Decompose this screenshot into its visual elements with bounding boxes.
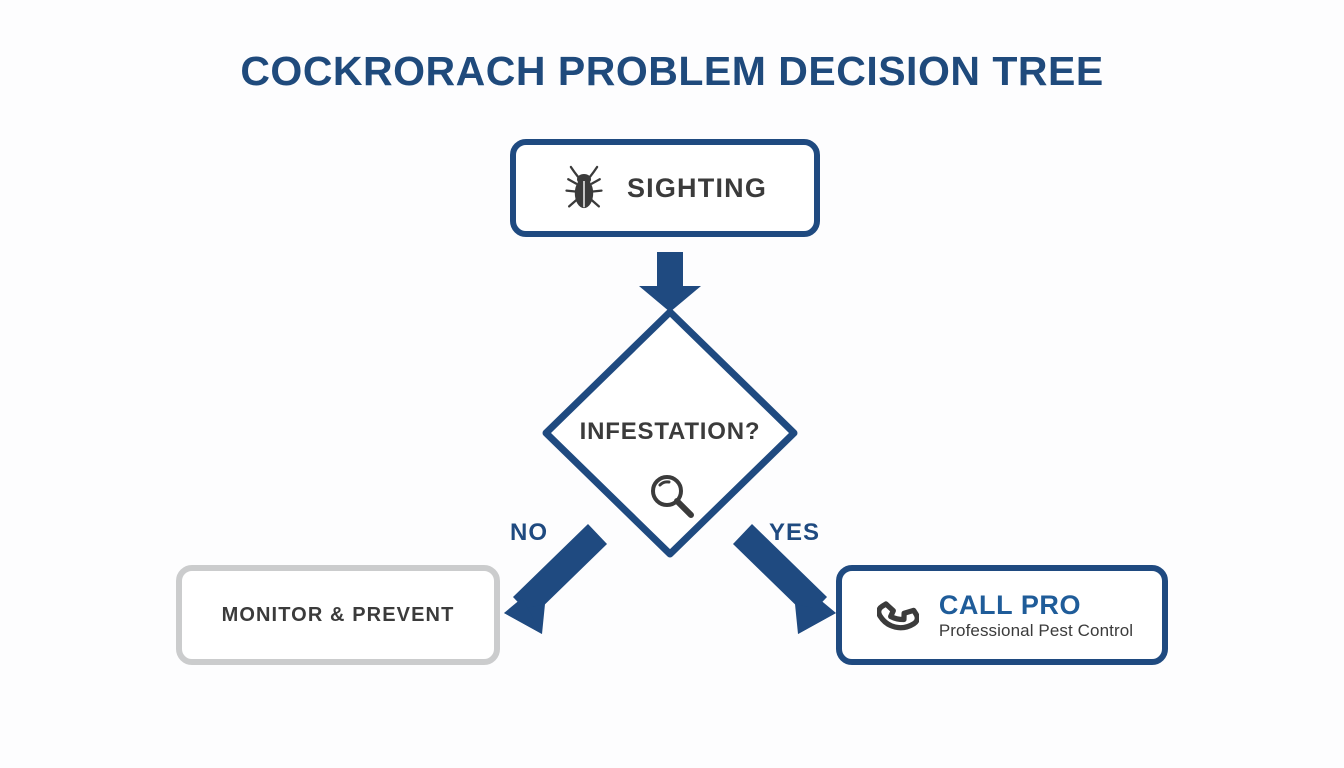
node-call-pro[interactable]: CALL PRO Professional Pest Control <box>836 565 1168 665</box>
page-title: COCKRORACH PROBLEM DECISION TREE <box>240 48 1104 94</box>
call-pro-text-block: CALL PRO Professional Pest Control <box>939 590 1133 639</box>
node-sighting-label: SIGHTING <box>626 172 768 203</box>
node-monitor-label: MONITOR & PREVENT <box>221 603 455 626</box>
edge-label-no: NO <box>510 519 548 546</box>
phone-icon <box>876 594 919 636</box>
node-monitor-and-prevent[interactable]: MONITOR & PREVENT <box>176 565 500 665</box>
call-pro-subtitle: Professional Pest Control <box>938 620 1134 640</box>
node-sighting[interactable]: SIGHTING <box>510 139 820 237</box>
edge-label-yes: YES <box>769 519 821 546</box>
cockroach-icon <box>563 164 605 212</box>
magnifier-icon <box>645 470 699 524</box>
call-pro-title: CALL PRO <box>938 590 1082 621</box>
arrow-sighting-to-decision <box>639 252 701 312</box>
decision-node-label: INFESTATION? <box>579 418 761 445</box>
